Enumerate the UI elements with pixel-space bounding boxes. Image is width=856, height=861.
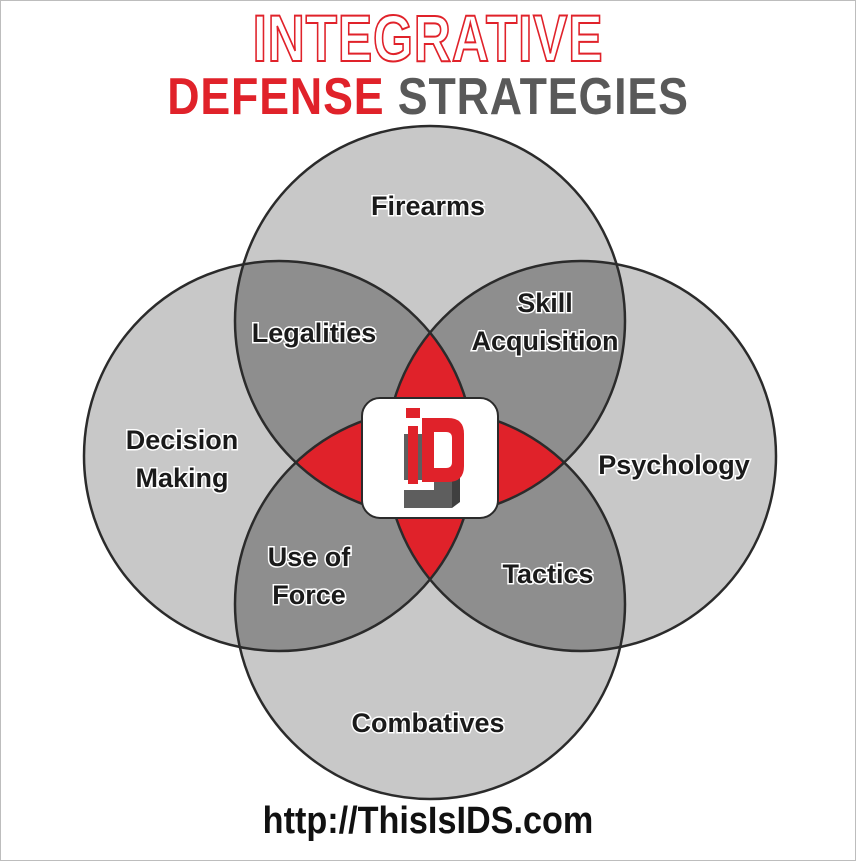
venn-labels: Firearms Decision Making Psychology Comb… — [124, 190, 751, 740]
title-strategies: STRATEGIES — [397, 68, 689, 126]
center-logo-area — [361, 397, 499, 519]
footer-url[interactable]: http://ThisIsIDS.com — [262, 800, 594, 842]
label-legalities: Legalities — [252, 318, 377, 348]
title-defense: DEFENSE — [167, 68, 385, 126]
label-combatives: Combatives — [351, 708, 504, 738]
label-acquisition: Acquisition — [472, 326, 619, 356]
title-integrative: INTEGRATIVE — [252, 1, 604, 75]
label-making: Making — [135, 463, 228, 493]
label-use-of: Use of — [268, 542, 352, 572]
title-defense-strategies: DEFENSE STRATEGIES — [60, 68, 796, 126]
label-force: Force — [272, 580, 346, 610]
label-decision: Decision — [126, 425, 239, 455]
ids-logo-icon — [404, 408, 464, 508]
label-tactics: Tactics — [502, 559, 593, 589]
label-skill: Skill — [517, 288, 573, 318]
label-psychology: Psychology — [598, 450, 750, 480]
label-firearms: Firearms — [371, 191, 485, 221]
